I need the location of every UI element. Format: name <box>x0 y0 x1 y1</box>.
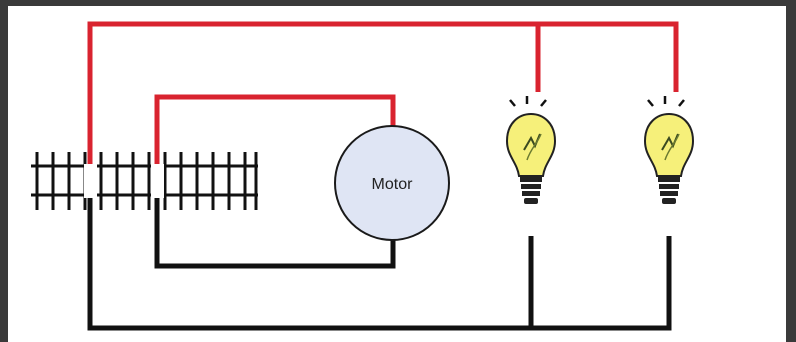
red-wire-top <box>87 21 679 164</box>
light-bulb-2 <box>643 96 695 204</box>
motor-icon <box>334 125 450 241</box>
negative-wires <box>87 198 672 331</box>
light-bulb-1 <box>505 96 557 204</box>
black-wire-motor <box>154 198 396 269</box>
terminal-block-icon <box>31 152 258 210</box>
motor-label: Motor <box>372 176 414 193</box>
black-wire-bottom <box>87 198 672 331</box>
positive-wires <box>87 21 679 164</box>
light-bulb-icon <box>505 96 557 204</box>
light-bulb-icon <box>643 96 695 204</box>
motor: Motor <box>334 125 450 241</box>
red-wire-motor <box>154 94 396 164</box>
